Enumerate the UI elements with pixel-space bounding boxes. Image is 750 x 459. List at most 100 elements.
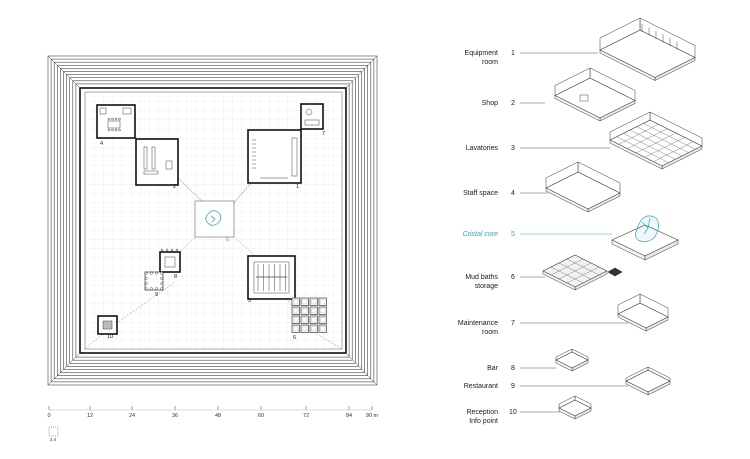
frame-step [63,71,362,370]
frame-step [53,61,372,380]
plan-number-1: 1 [296,184,300,190]
legend-label-4: Staff space [463,190,498,197]
mud-baths [291,297,327,333]
scale-bar [48,406,373,437]
chair [118,128,121,132]
axo-reception-face [558,407,576,420]
bath-cell [309,306,318,315]
axo-staff-space-face [545,187,589,213]
bath-inner [302,308,308,314]
legend-number-1: 1 [511,50,515,57]
bath-cell [300,306,309,315]
axo-shop-face [554,67,591,96]
legend-label-5: Cristal core [462,231,498,238]
bath-inner [320,326,326,332]
bath-cell [318,315,327,324]
scale-tick-84: 84 [345,413,353,419]
shelf [143,146,148,170]
room-lavatories-wall [247,255,296,300]
legend-number-5: 5 [511,231,515,238]
table-seat [144,276,148,280]
bath-inner [293,317,299,323]
bath-cell [309,324,318,333]
crystal-shape [634,215,659,242]
room-staff-space [96,104,136,139]
legend-number-6: 6 [511,274,515,281]
legend-number-8: 8 [511,365,515,372]
counter [143,170,159,175]
axo-staff-space-face [545,161,579,189]
plant [99,107,107,115]
axo-shop [554,67,636,122]
bath-inner [293,326,299,332]
scale-tick-90: 90 m [365,413,379,419]
scale-tick-60: 60 [257,413,265,419]
scale-tick-0: 0 [47,413,51,419]
scale-module-label: 2.4 [49,437,57,442]
bath-cell [309,315,318,324]
room-shop [135,138,179,186]
frame-corner-diagonal [345,55,378,89]
stool [160,248,164,252]
legend-label-3: Lavatories [465,145,498,152]
legend-number-7: 7 [511,320,515,327]
bath-inner [311,317,317,323]
shelf [579,94,589,102]
connector-line [84,327,111,350]
connector-line [309,329,343,350]
room-bar-wall [159,251,181,273]
axo-bar-face [555,348,573,361]
axo-lavatories-grid [616,136,669,163]
plan-number-8: 8 [174,274,178,280]
bath-inner [293,299,299,305]
legend-leader-lines [520,52,628,413]
axo-equipment [599,17,696,81]
frame-step [47,55,378,386]
axo-cristal-core [611,215,679,261]
scale-tick-72: 72 [302,413,310,419]
stool [175,248,179,252]
frame-step [72,80,353,361]
room-bar [159,248,181,273]
bath-inner [302,299,308,305]
chair [111,128,114,132]
bath-cell [291,315,300,324]
chair [107,117,111,121]
axo-maintenance-face [617,293,641,315]
bath-cell [318,324,327,333]
axo-restaurant-face [625,366,649,382]
table-seat [160,287,164,291]
bath-inner [311,308,317,314]
chair [118,117,121,121]
legend-label-8: Bar [487,365,498,372]
axonometric-views [542,17,703,420]
plan-number-2: 2 [173,184,177,190]
legend-number-4: 4 [511,190,515,197]
axo-bar [555,348,589,372]
table [107,120,121,129]
plan-number-7: 7 [322,131,326,137]
scale-tick-24: 24 [128,413,136,419]
plan-number-4: 4 [100,141,104,147]
table-seat [144,282,148,286]
cristal-core [194,200,235,238]
legend-number-9: 9 [511,383,515,390]
table-seat [144,271,148,275]
bath-cell [291,324,300,333]
axo-lavatories [609,111,703,170]
shelf [151,146,156,170]
axo-mud-baths-face [542,270,576,291]
display [165,160,173,170]
bath-inner [320,299,326,305]
frame-corner-diagonal [47,352,81,386]
plan-number-5: 5 [226,237,230,243]
bath-cell [291,297,300,306]
axo-mud-baths [542,254,608,291]
scale-tick-12: 12 [86,413,94,419]
table-seat [149,271,153,275]
core-slab-side [644,239,679,261]
bar-counter [164,256,176,268]
